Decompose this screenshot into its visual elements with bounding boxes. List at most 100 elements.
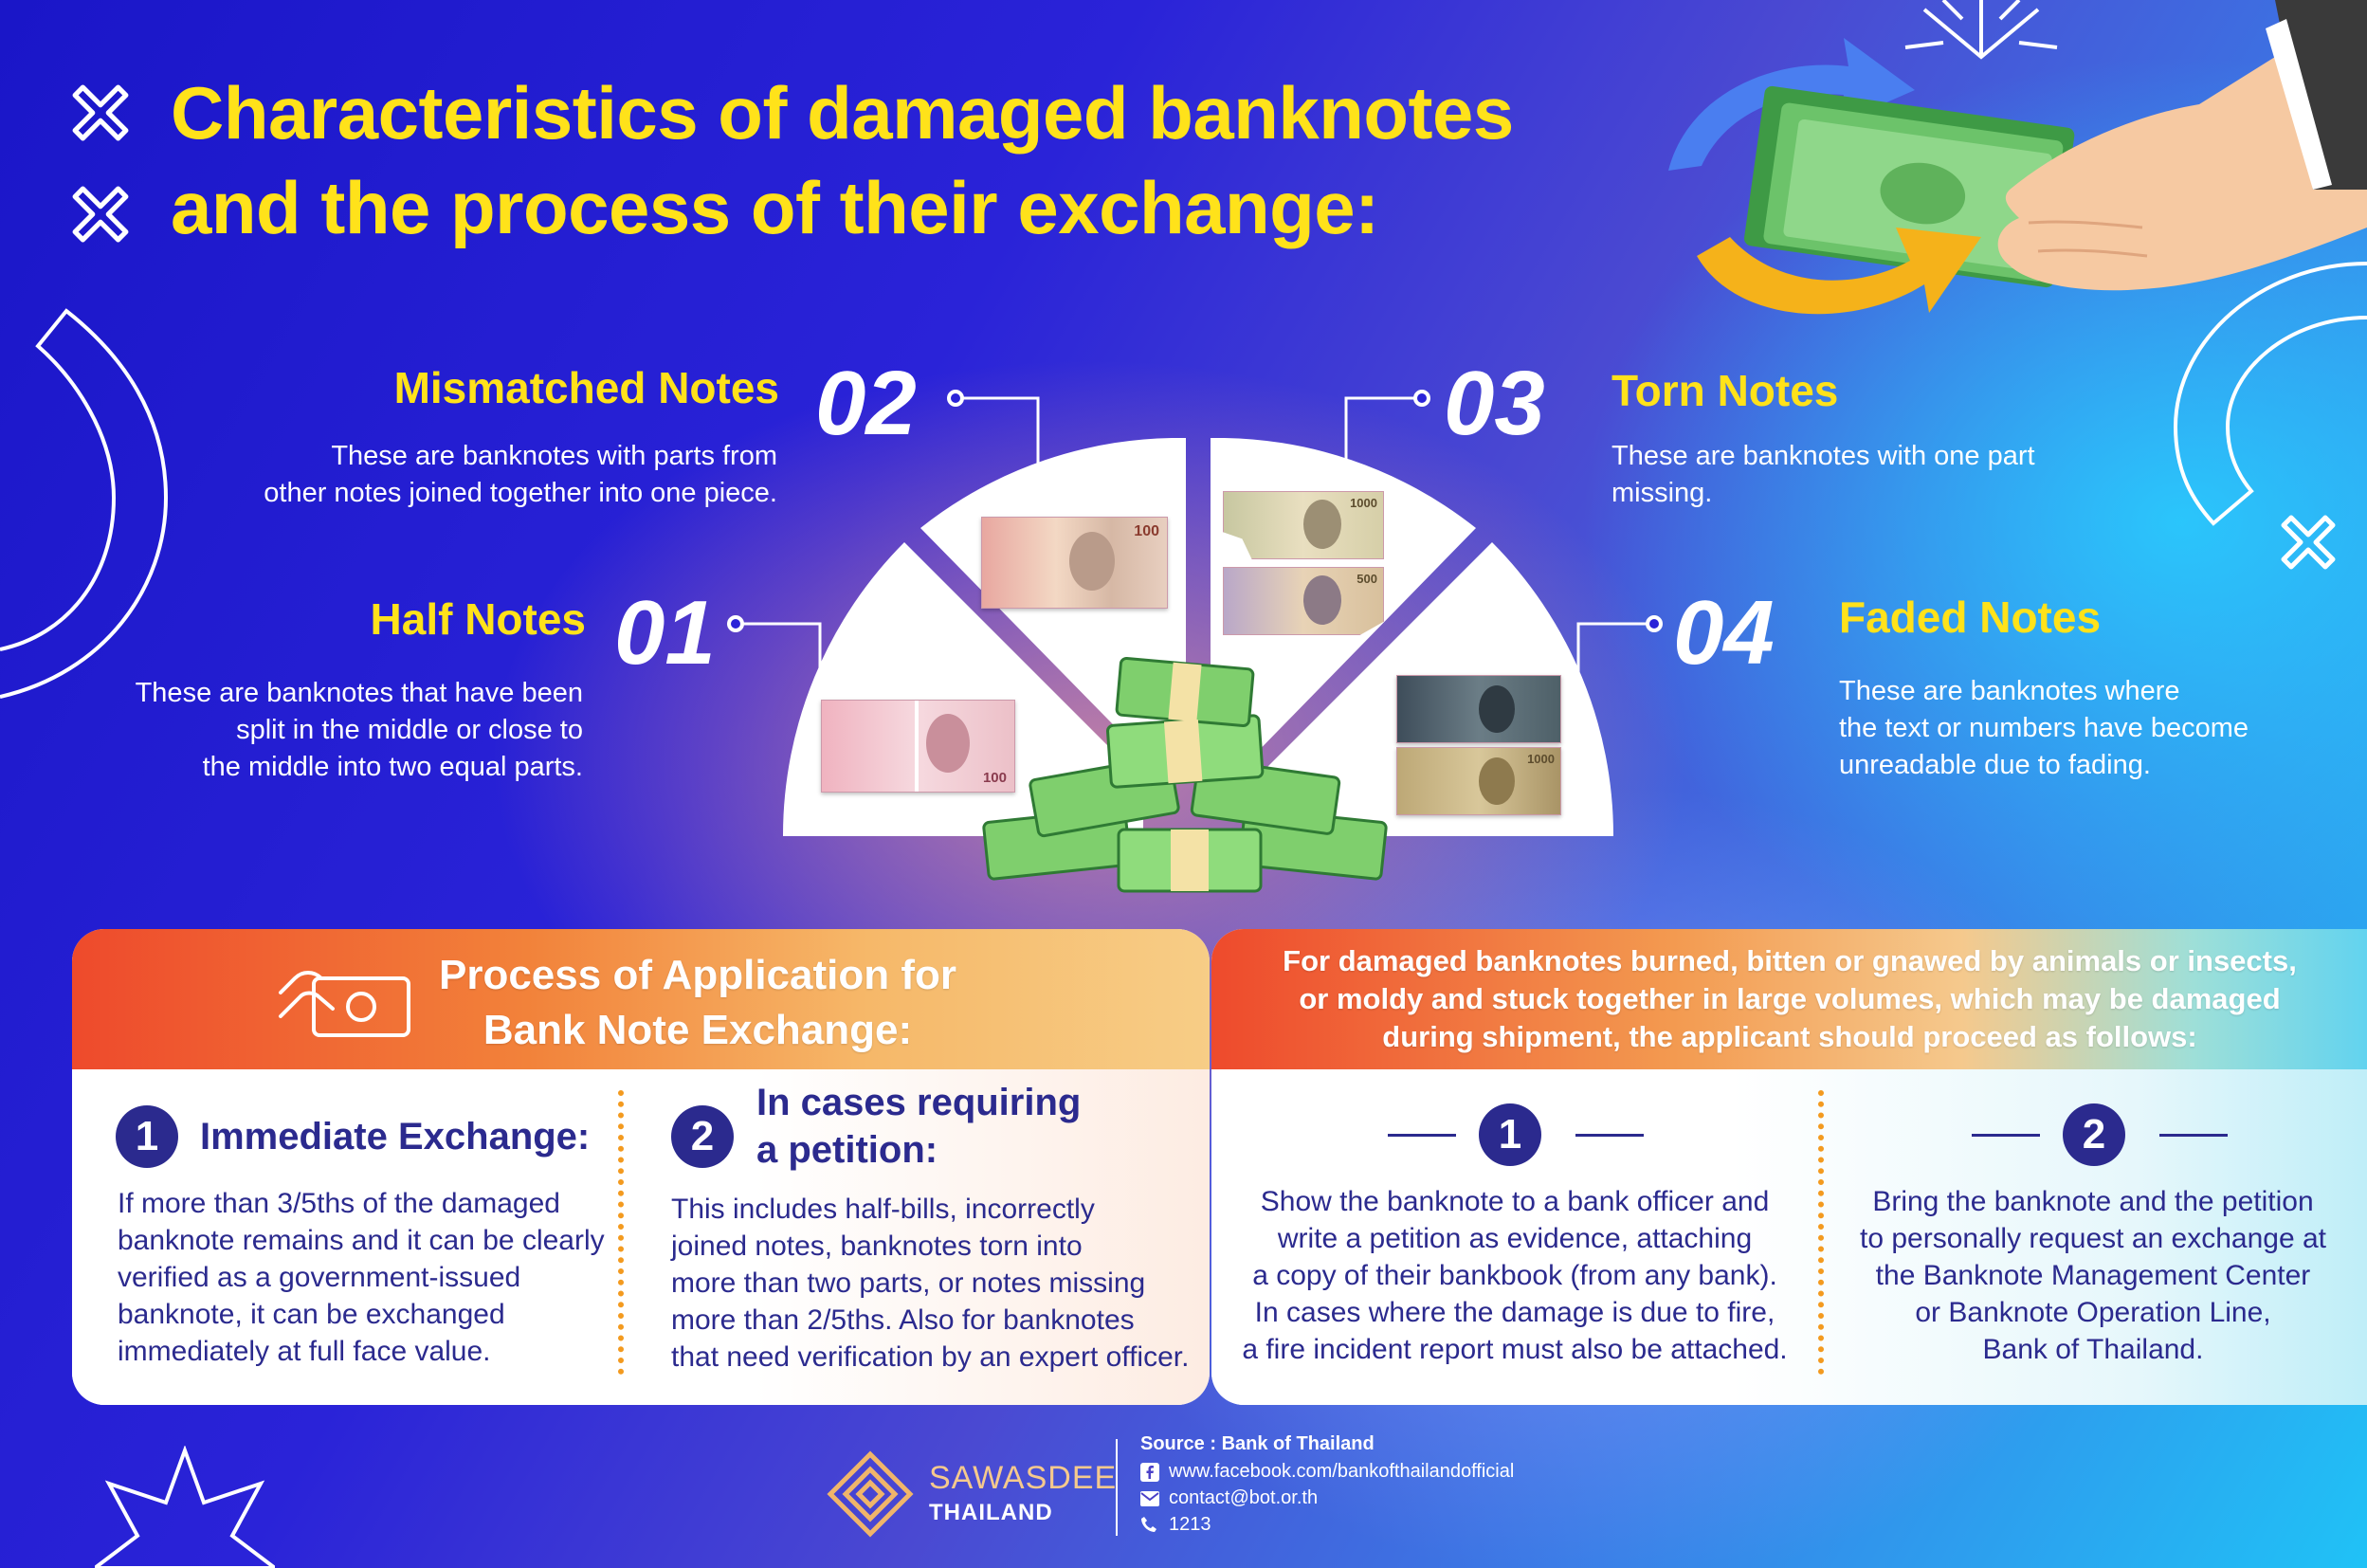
body-line: or Banknote Operation Line, [1915,1297,2271,1328]
step-title-petition: In cases requiring a petition: [756,1079,1081,1174]
step-body-show-banknote: Show the banknote to a bank officer and … [1230,1183,1799,1368]
logo-text-line-2: THAILAND [929,1500,1053,1525]
heading-line: Process of Application for [438,952,956,998]
category-number-03: 03 [1444,353,1545,454]
step-body-immediate: If more than 3/5ths of the damaged bankn… [118,1185,629,1370]
body-line: Show the banknote to a bank officer and [1260,1186,1770,1217]
connector-lines [729,392,1661,630]
decorative-star-bottom [95,1446,275,1568]
category-desc-torn: These are banknotes with one part missin… [1611,438,2180,512]
decorative-arc-left [0,308,169,699]
decorative-snowflake-top [1904,0,2058,60]
portrait [1303,575,1341,625]
body-line: Bring the banknote and the petition [1872,1186,2314,1217]
category-desc-half: These are banknotes that have been split… [76,675,583,786]
step-badge-1: 1 [1479,1103,1541,1166]
note-value: 500 [1356,572,1377,586]
step-badge-2: 2 [2063,1103,2125,1166]
body-line: This includes half-bills, incorrectly [671,1194,1095,1225]
step-badge-2: 2 [671,1105,734,1168]
body-line: Bank of Thailand. [1982,1334,2204,1365]
body-line: more than two parts, or notes missing [671,1267,1146,1299]
phone-number[interactable]: 1213 [1169,1514,1211,1535]
heading-line: or moldy and stuck together in large vol… [1299,982,2281,1015]
dotted-divider [1818,1090,1824,1375]
email-link[interactable]: contact@bot.or.th [1169,1487,1319,1508]
cross-icon [2281,515,2336,570]
body-line: more than 2/5ths. Also for banknotes [671,1304,1135,1336]
step-rule [1388,1134,1456,1137]
panel-body: 1 Show the banknote to a bank officer an… [1211,1069,2367,1405]
portrait [1069,532,1115,591]
portrait [1303,500,1341,549]
body-line: write a petition as evidence, attaching [1277,1223,1753,1254]
step-badge-1: 1 [116,1105,178,1168]
body-line: If more than 3/5ths of the damaged [118,1188,560,1219]
decorative-arc-right [2173,262,2367,526]
note-value: 1000 [1527,752,1555,766]
body-line: to personally request an exchange at [1860,1223,2326,1254]
panel-header: Process of Application for Bank Note Exc… [72,929,1210,1069]
step-body-petition: This includes half-bills, incorrectly jo… [671,1191,1202,1376]
page-title-line-1: Characteristics of damaged banknotes [171,71,1514,155]
title-line: a petition: [756,1129,938,1171]
page-title-line-2: and the process of their exchange: [171,166,1379,249]
category-desc-faded: These are banknotes where the text or nu… [1839,673,2351,784]
step-title-immediate: Immediate Exchange: [200,1116,591,1158]
mismatched-banknote: 100 [981,517,1168,609]
step-body-bring-banknote: Bring the banknote and the petition to p… [1837,1183,2349,1368]
source-label: Source : Bank of Thailand [1140,1433,1375,1454]
sawasdee-logo-icon [827,1450,914,1538]
body-line: a fire incident report must also be atta… [1242,1334,1788,1365]
heading-line: Bank Note Exchange: [483,1007,913,1053]
panel-heading: For damaged banknotes burned, bitten or … [1230,942,2349,1056]
split-line [915,701,919,792]
facebook-link[interactable]: www.facebook.com/bankofthailandofficial [1169,1461,1515,1482]
email-icon [1140,1491,1159,1506]
title-line: In cases requiring [756,1082,1082,1123]
desc-line: These are banknotes with one part [1611,441,2035,471]
category-desc-mismatched: These are banknotes with parts from othe… [171,438,777,512]
category-title-half: Half Notes [370,594,586,644]
desc-line: split in the middle or close to [236,715,583,745]
special-damage-panel: For damaged banknotes burned, bitten or … [1211,929,2367,1405]
step-rule [1972,1134,2040,1137]
category-number-04: 04 [1673,582,1775,684]
hand-banknote-illustration [1668,0,2367,315]
body-line: that need verification by an expert offi… [671,1341,1190,1373]
note-value: 100 [1134,523,1159,539]
faded-banknote-top [1396,675,1561,743]
category-title-faded: Faded Notes [1839,593,2102,642]
panel-heading: Process of Application for Bank Note Exc… [432,948,963,1058]
body-line: In cases where the damage is due to fire… [1254,1297,1775,1328]
phone-icon [1141,1517,1156,1532]
category-number-01: 01 [614,582,716,684]
step-rule [2159,1134,2228,1137]
desc-line: the text or numbers have become [1839,713,2249,743]
body-line: the Banknote Management Center [1875,1260,2311,1291]
facebook-icon [1140,1463,1159,1482]
money-hand-icon [279,971,410,1037]
money-pile-illustration [982,657,1388,893]
note-value: 100 [982,770,1007,786]
portrait [1479,685,1515,733]
step-rule [1575,1134,1644,1137]
body-line: verified as a government-issued [118,1262,521,1293]
desc-line: These are banknotes with parts from [331,441,777,471]
faded-banknote-bottom: 1000 [1396,747,1561,815]
exchange-process-panel: Process of Application for Bank Note Exc… [72,929,1210,1405]
desc-line: other notes joined together into one pie… [264,478,777,508]
portrait [926,714,970,773]
category-number-02: 02 [815,353,917,454]
category-title-torn: Torn Notes [1611,366,1839,415]
desc-line: These are banknotes that have been [135,678,583,708]
cross-icon [72,84,129,141]
body-line: banknote, it can be exchanged [118,1299,505,1330]
desc-line: the middle into two equal parts. [202,752,583,782]
logo-text-line-1: SAWASDEE [929,1460,1118,1496]
half-banknote: 100 [821,700,1015,793]
note-value: 1000 [1350,496,1377,510]
cross-icon [72,186,129,243]
body-line: immediately at full face value. [118,1336,491,1367]
portrait [1479,757,1515,805]
